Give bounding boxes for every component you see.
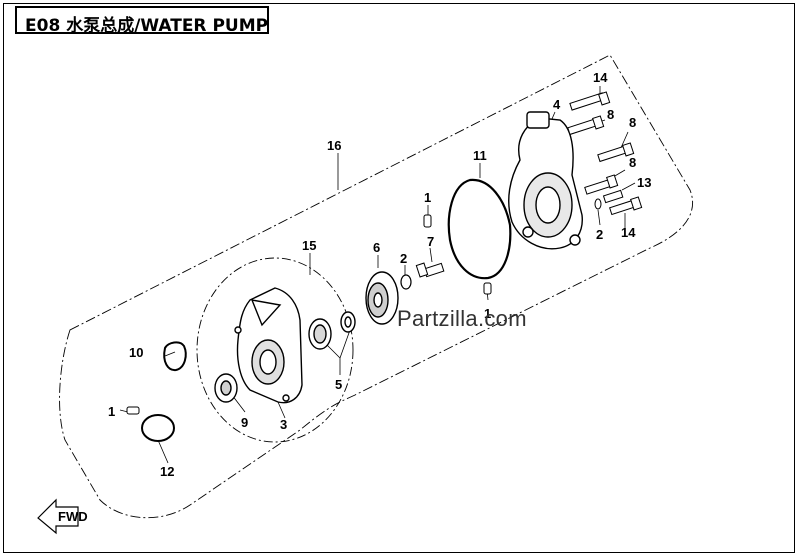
callout-1b: 1 xyxy=(484,306,491,321)
pump-housing-3 xyxy=(234,287,303,404)
callout-8a: 8 xyxy=(607,107,614,122)
gasket-11 xyxy=(447,178,512,280)
dowel-pins xyxy=(126,214,492,415)
title-box: E08 水泵总成/WATER PUMP xyxy=(15,6,269,36)
callout-13: 13 xyxy=(637,175,651,190)
bolts xyxy=(567,91,643,216)
seal-set-5 xyxy=(308,311,356,350)
washer-2 xyxy=(400,274,412,290)
callout-4: 4 xyxy=(553,97,561,112)
callout-16: 16 xyxy=(327,138,341,153)
callout-10: 10 xyxy=(129,345,143,360)
callout-12: 12 xyxy=(160,464,174,479)
callout-8c: 8 xyxy=(629,155,636,170)
callout-15: 15 xyxy=(302,238,316,253)
callout-2a: 2 xyxy=(596,227,603,242)
callout-14a: 14 xyxy=(593,70,608,85)
bearing-9 xyxy=(214,373,238,403)
callout-3: 3 xyxy=(280,417,287,432)
callout-11: 11 xyxy=(473,148,487,163)
callout-9: 9 xyxy=(241,415,248,430)
callout-6: 6 xyxy=(373,240,380,255)
impeller-bolt-7 xyxy=(415,262,445,278)
callout-1a: 1 xyxy=(424,190,431,205)
callout-8b: 8 xyxy=(629,115,636,130)
direction-label: FWD xyxy=(58,509,88,524)
callout-1c: 1 xyxy=(108,404,115,419)
assembly-outline-16 xyxy=(59,54,694,519)
pump-cover-4 xyxy=(508,111,583,250)
watermark: Partzilla.com xyxy=(397,306,527,331)
diagram-border xyxy=(3,3,795,553)
callout-7: 7 xyxy=(427,234,434,249)
callout-5: 5 xyxy=(335,377,342,392)
callout-2b: 2 xyxy=(400,251,407,266)
diagram-title: E08 水泵总成/WATER PUMP xyxy=(25,16,269,36)
subassembly-outline-15 xyxy=(196,257,354,443)
o-ring-10 xyxy=(163,341,187,372)
o-ring-12 xyxy=(141,414,175,442)
callout-14b: 14 xyxy=(621,225,636,240)
direction-arrow xyxy=(37,498,79,535)
impeller-6 xyxy=(365,271,399,325)
